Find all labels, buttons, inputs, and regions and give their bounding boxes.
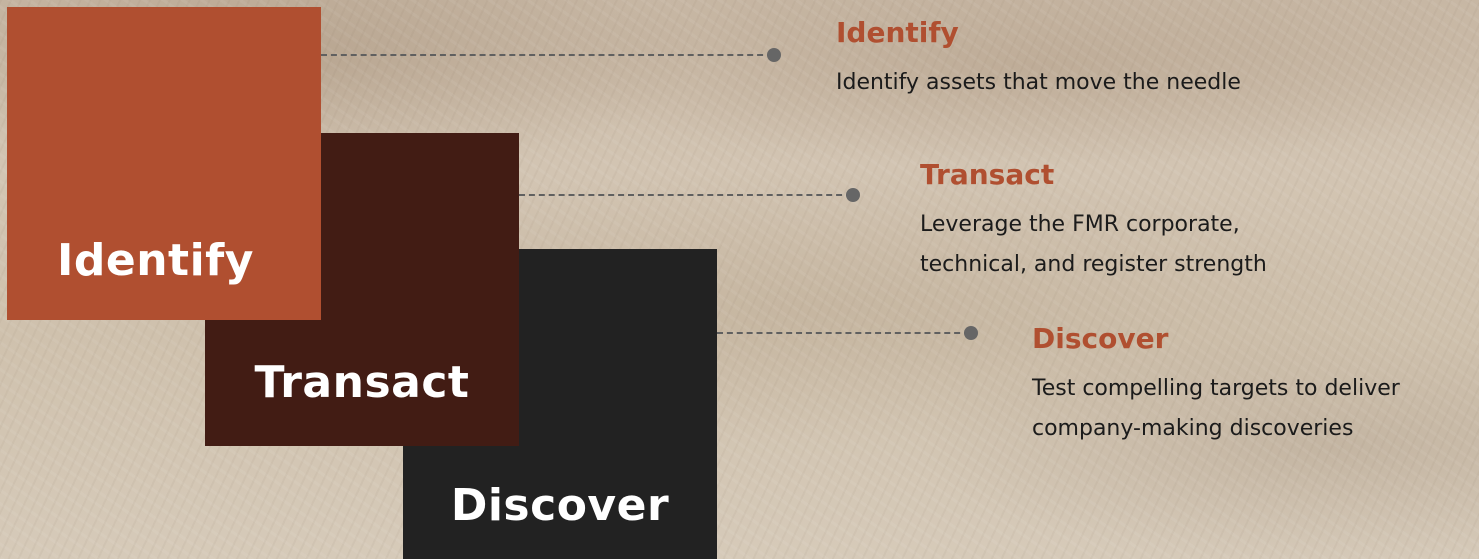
discover-block-label: Discover (450, 480, 670, 531)
transact-text: Leverage the FMR corporate, technical, a… (920, 205, 1460, 285)
identify-text: Identify assets that move the needle (836, 63, 1456, 103)
transact-title: Transact (920, 158, 1055, 191)
discover-text: Test compelling targets to deliver compa… (1032, 369, 1472, 449)
discover-description: Discover Test compelling targets to deli… (1032, 322, 1472, 449)
discover-connector-line (717, 332, 970, 334)
identify-description: Identify Identify assets that move the n… (836, 16, 1456, 103)
identify-block: Identify (7, 7, 321, 320)
identify-text-line: Identify assets that move the needle (836, 70, 1241, 95)
discover-text-line: Test compelling targets to deliver (1032, 376, 1400, 401)
identify-connector-dot (767, 48, 781, 62)
identify-title: Identify (836, 16, 959, 49)
transact-text-line: Leverage the FMR corporate, (920, 212, 1240, 237)
identify-connector-line (321, 54, 773, 56)
transact-connector-line (519, 194, 852, 196)
transact-connector-dot (846, 188, 860, 202)
discover-text-line: company-making discoveries (1032, 416, 1354, 441)
transact-block-label: Transact (254, 357, 470, 408)
transact-text-line: technical, and register strength (920, 252, 1267, 277)
identify-block-label: Identify (57, 235, 254, 286)
discover-connector-dot (964, 326, 978, 340)
transact-description: Transact Leverage the FMR corporate, tec… (920, 158, 1460, 285)
discover-title: Discover (1032, 322, 1169, 355)
